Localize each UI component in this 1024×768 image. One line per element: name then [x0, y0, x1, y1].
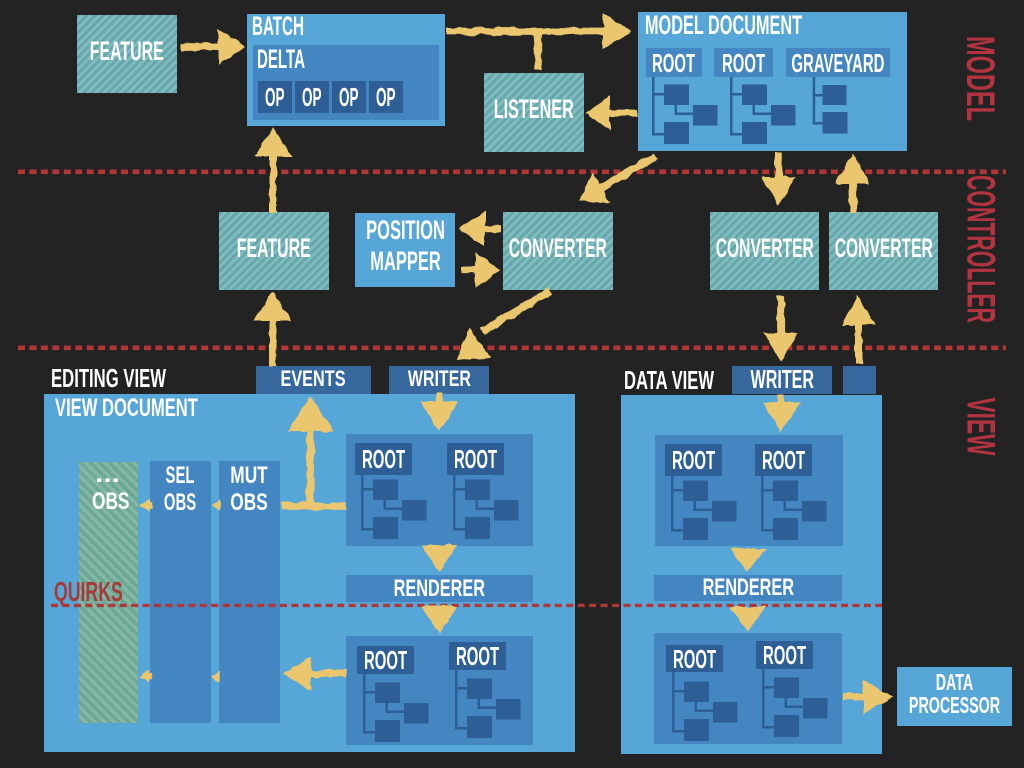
svg-text:MODEL: MODEL — [958, 36, 1003, 121]
svg-text:CONTROLLER: CONTROLLER — [959, 175, 1004, 323]
svg-text:VIEW: VIEW — [959, 397, 1003, 455]
